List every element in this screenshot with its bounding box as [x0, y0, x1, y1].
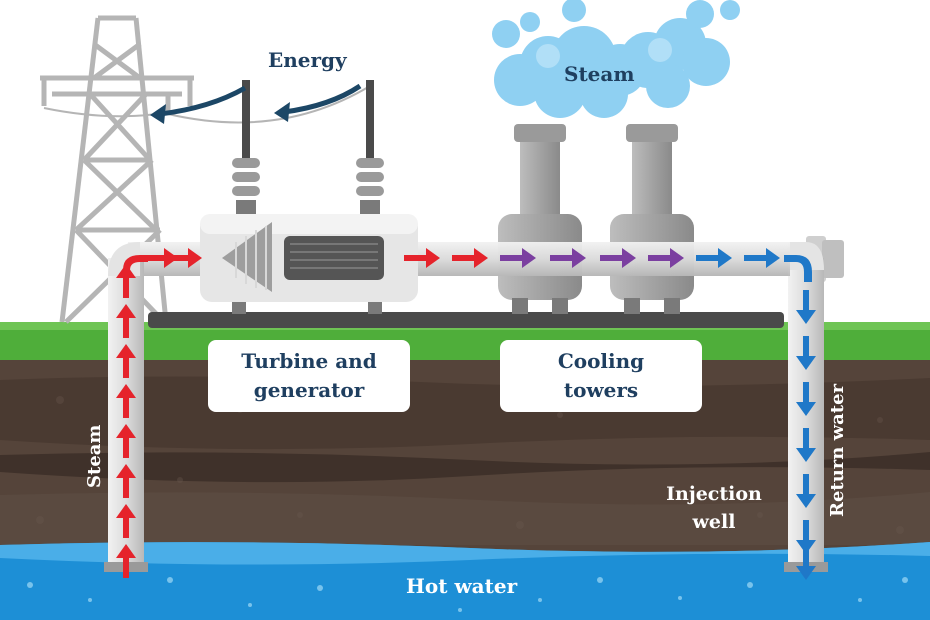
steam-flow-arrow: [116, 384, 136, 418]
cooled-flow-arrow: [648, 248, 684, 268]
return-flow-arrow: [796, 546, 816, 580]
steam-flow-arrow: [404, 248, 440, 268]
hot-water-label: Hot water: [406, 574, 518, 598]
injection-well-label: Injection well: [652, 480, 776, 536]
steam-pipe-label: Steam: [84, 424, 105, 488]
steam-bend-arrow: [123, 255, 148, 270]
steam-flow-arrow: [116, 344, 136, 378]
return-flow-arrow: [796, 520, 816, 554]
steam-flow-arrow: [116, 544, 136, 578]
return-flow-arrow: [796, 428, 816, 462]
energy-arrows: [150, 83, 362, 124]
steam-flow-arrow: [452, 248, 488, 268]
injection-label-line2: well: [692, 511, 736, 533]
turbine-generator-label-box: Turbine and generator: [208, 340, 410, 412]
steam-cloud-label: Steam: [564, 62, 635, 86]
steam-flow-arrow: [116, 464, 136, 498]
steam-flow-arrow: [116, 304, 136, 338]
turbine-generator: [200, 214, 418, 314]
return-flow-arrow: [744, 248, 780, 268]
return-flow-arrow: [796, 290, 816, 324]
cooling-label-line1: Cooling: [557, 349, 645, 373]
hot-water-layer: [0, 542, 930, 620]
cooled-flow-arrow: [600, 248, 636, 268]
injection-label-line1: Injection: [666, 483, 762, 505]
return-water-label: Return water: [827, 383, 848, 517]
generator-terminals: [232, 80, 384, 214]
flow-arrows: [116, 248, 816, 580]
cooling-towers-label-box: Cooling towers: [500, 340, 702, 412]
return-bend-arrow: [784, 255, 812, 282]
cooled-flow-arrow: [550, 248, 586, 268]
soil-layers: [0, 358, 930, 558]
turbine-label-line1: Turbine and: [241, 349, 377, 373]
return-flow-arrow: [696, 248, 732, 268]
cooling-label-line2: towers: [563, 378, 639, 402]
steam-clouds: [492, 0, 740, 118]
steam-flow-arrow: [166, 248, 202, 268]
return-flow-arrow: [796, 336, 816, 370]
steam-flow-arrow: [142, 248, 178, 268]
return-flow-arrow: [796, 382, 816, 416]
steam-flow-arrow: [116, 264, 136, 298]
energy-label: Energy: [268, 48, 347, 72]
steam-flow-arrow: [116, 424, 136, 458]
return-flow-arrow: [796, 474, 816, 508]
platform-base: [148, 312, 784, 328]
turbine-label-line2: generator: [253, 378, 365, 402]
cooled-flow-arrow: [500, 248, 536, 268]
steam-flow-arrow: [116, 504, 136, 538]
